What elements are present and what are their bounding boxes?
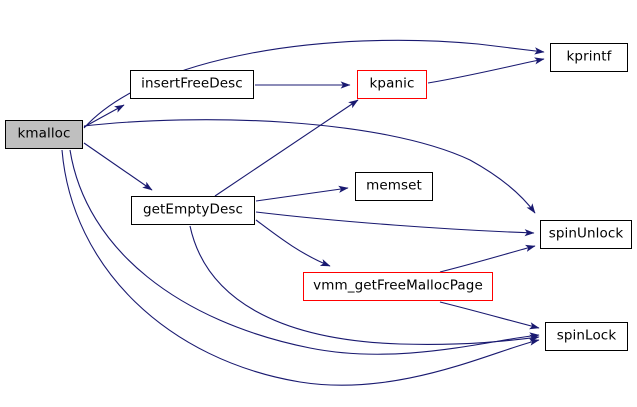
- node-spinUnlock[interactable]: spinUnlock: [540, 220, 632, 249]
- edge-getEmptyDesc-to-spinUnlock: [255, 211, 535, 237]
- edge-getEmptyDesc-to-vmm_getFreeMallocPage: [255, 219, 331, 267]
- edge-kmalloc-to-spinLock: [61, 149, 540, 386]
- node-label-spinLock: spinLock: [556, 327, 617, 344]
- node-label-vmm_getFreeMallocPage: vmm_getFreeMallocPage: [313, 277, 483, 294]
- node-insertFreeDesc[interactable]: insertFreeDesc: [130, 70, 254, 99]
- node-label-kpanic: kpanic: [369, 75, 415, 92]
- edge-getEmptyDesc-to-memset: [255, 185, 349, 202]
- edge-kmalloc-to-kprintf: [83, 39, 545, 129]
- node-label-spinUnlock: spinUnlock: [548, 225, 624, 242]
- node-label-insertFreeDesc: insertFreeDesc: [141, 75, 243, 92]
- node-label-kmalloc: kmalloc: [17, 125, 71, 142]
- edge-kmalloc-to-spinUnlock: [83, 119, 536, 214]
- node-kprintf[interactable]: kprintf: [550, 43, 628, 72]
- node-kpanic[interactable]: kpanic: [357, 70, 427, 99]
- edge-kmalloc-to-insertFreeDesc: [83, 104, 125, 128]
- node-label-getEmptyDesc: getEmptyDesc: [142, 201, 244, 218]
- edge-vmm_getFreeMallocPage-to-spinUnlock: [439, 244, 536, 273]
- edge-kmalloc-to-getEmptyDesc: [83, 142, 153, 191]
- node-label-kprintf: kprintf: [566, 48, 612, 65]
- edge-getEmptyDesc-to-spinLock: [189, 225, 540, 345]
- node-label-memset: memset: [366, 177, 422, 194]
- node-kmalloc[interactable]: kmalloc: [5, 120, 83, 149]
- edge-vmm_getFreeMallocPage-to-spinLock: [439, 301, 540, 330]
- node-vmm_getFreeMallocPage[interactable]: vmm_getFreeMallocPage: [303, 272, 493, 301]
- node-getEmptyDesc[interactable]: getEmptyDesc: [131, 196, 255, 225]
- edge-getEmptyDesc-to-kpanic: [214, 99, 359, 197]
- node-memset[interactable]: memset: [355, 172, 433, 201]
- edge-kmalloc-to-spinLock: [69, 149, 540, 355]
- edges-group: [61, 39, 545, 386]
- edge-kpanic-to-kprintf: [427, 57, 545, 84]
- node-spinLock[interactable]: spinLock: [545, 322, 628, 351]
